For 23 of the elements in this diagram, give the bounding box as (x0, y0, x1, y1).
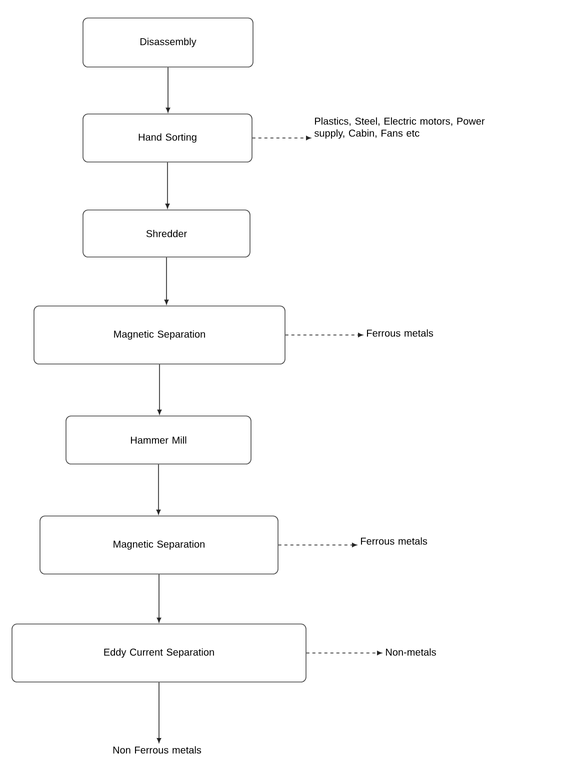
arrow (157, 364, 162, 414)
output-label: Ferrous metals (361, 537, 428, 545)
arrow (306, 650, 382, 656)
process-box: Shredder (82, 210, 250, 258)
process-box: Disassembly (82, 18, 254, 68)
arrow (156, 682, 162, 743)
arrow (156, 574, 162, 622)
arrow (166, 67, 170, 112)
arrow (278, 542, 357, 548)
process-box: Magnetic Separation (34, 306, 286, 364)
output-label: Non-metals (386, 648, 436, 656)
output-label: Non Ferrous metals (113, 746, 202, 754)
process-box: Hand Sorting (82, 114, 252, 162)
process-box: Eddy Current Separation (12, 624, 306, 682)
output-label: Ferrous metals (367, 329, 434, 337)
arrow (165, 162, 170, 208)
process-box: Hammer Mill (66, 416, 252, 464)
arrow (285, 332, 363, 338)
arrow (252, 136, 311, 140)
arrow (156, 464, 161, 514)
output-label: Plastics, Steel, Electric motors, Power supply, Cabin, Fans etc (314, 117, 485, 139)
arrow (164, 257, 169, 304)
process-box: Magnetic Separation (40, 516, 278, 574)
